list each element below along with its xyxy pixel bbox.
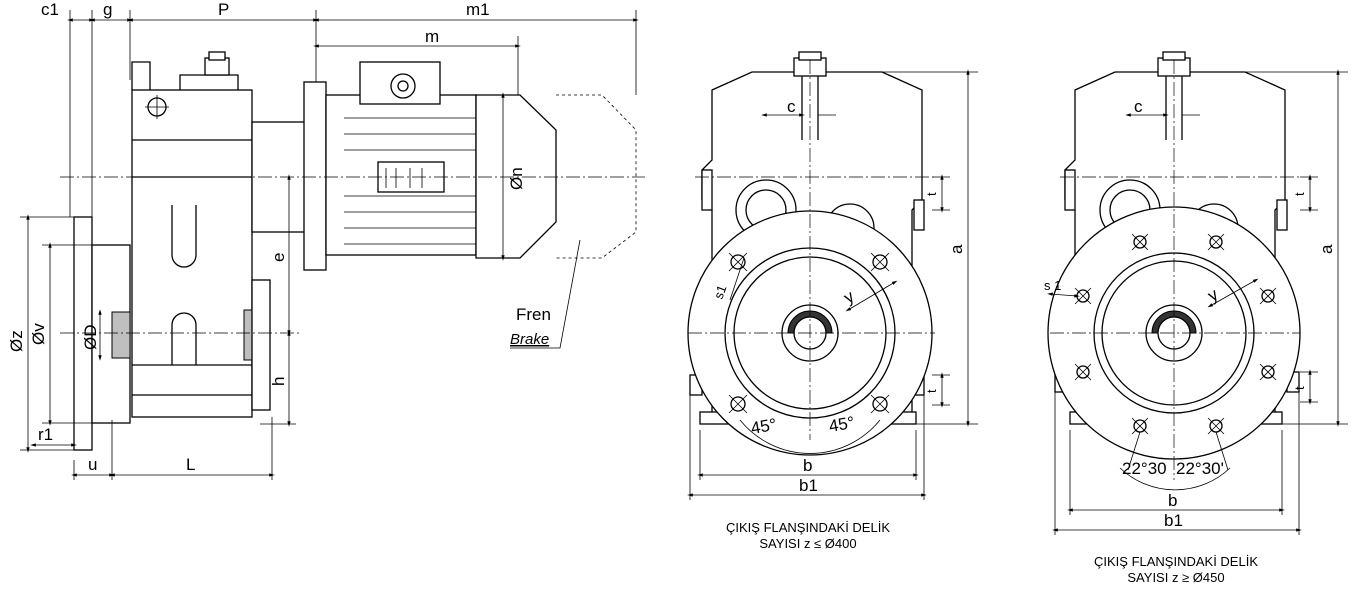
label-t-top: t — [924, 192, 939, 196]
label-b: b — [803, 456, 812, 475]
label-m: m — [425, 27, 439, 46]
front-view-small: c t t a s1 y 45° 45° b b1 ÇIKIŞ FLANŞIND… — [687, 51, 978, 551]
label-L: L — [186, 455, 195, 474]
motor-fan-cover — [475, 94, 557, 259]
label-t-bottom-large: t — [1292, 386, 1307, 390]
front-view-large: c t t a s 1 y 22°30 22°30' b b1 ÇIKIŞ FL… — [1044, 51, 1348, 585]
label-r1: r1 — [38, 425, 53, 444]
label-a: a — [947, 244, 966, 254]
label-t-top-large: t — [1292, 192, 1307, 196]
label-c: c — [787, 97, 796, 116]
label-Ov: Øv — [29, 323, 48, 345]
label-On: Øn — [507, 167, 526, 190]
caption-line2-small: SAYISI z ≤ Ø400 — [759, 536, 856, 551]
label-OD: ØD — [81, 325, 100, 351]
label-s1-large: s 1 — [1044, 278, 1061, 293]
label-angle-left: 45° — [749, 415, 778, 438]
label-brake-tr: Fren — [516, 305, 551, 324]
side-view: c1 g P m1 m Øn e Øz Øv ØD h r1 u L Fren … — [7, 0, 645, 480]
label-s1: s1 — [711, 283, 730, 301]
label-u: u — [88, 455, 97, 474]
label-P: P — [218, 0, 229, 19]
label-c-large: c — [1134, 97, 1143, 116]
label-h: h — [269, 377, 288, 386]
label-c1: c1 — [41, 0, 59, 19]
label-a-large: a — [1317, 244, 1336, 254]
label-m1: m1 — [466, 0, 490, 19]
caption-line1-large: ÇIKIŞ FLANŞINDAKİ DELİK — [1094, 554, 1258, 569]
nameplate — [377, 161, 445, 193]
label-b1-large: b1 — [1164, 511, 1183, 530]
label-t-bottom: t — [924, 389, 939, 393]
caption-line1-small: ÇIKIŞ FLANŞINDAKİ DELİK — [726, 520, 890, 535]
label-g: g — [103, 0, 112, 19]
label-b1: b1 — [799, 476, 818, 495]
label-brake-en: Brake — [510, 331, 549, 348]
motor-flange — [303, 81, 327, 271]
label-angle-left-large: 22°30 — [1122, 459, 1167, 478]
cable-gland — [390, 73, 416, 99]
slot-upper — [171, 205, 197, 268]
label-angle-right-large: 22°30' — [1176, 459, 1224, 478]
brake-outline — [556, 94, 637, 259]
slot-lower — [171, 312, 197, 365]
gearbox-body — [131, 89, 253, 418]
label-e: e — [269, 253, 288, 262]
label-Oz: Øz — [7, 330, 26, 352]
label-b-large: b — [1168, 491, 1177, 510]
label-angle-right: 45° — [827, 413, 856, 436]
caption-line2-large: SAYISI z ≥ Ø450 — [1127, 570, 1224, 585]
